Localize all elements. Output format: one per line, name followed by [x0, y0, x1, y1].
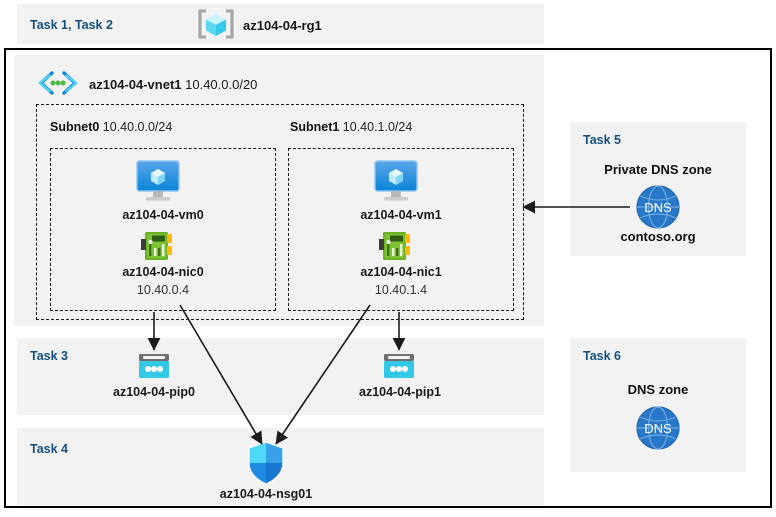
public-dns-panel — [570, 338, 746, 472]
resource-group-panel — [17, 4, 544, 44]
nic1-label: az104-04-nic1 — [360, 265, 442, 279]
pip0-label: az104-04-pip0 — [113, 385, 195, 399]
virtual-network-title: az104-04-vnet1 10.40.0.0/20 — [89, 77, 258, 92]
nsg-label: az104-04-nsg01 — [219, 487, 313, 501]
diagram-outer-frame — [4, 48, 772, 508]
private-dns-heading: Private DNS zone — [604, 162, 712, 177]
virtual-machine-icon — [370, 158, 422, 204]
svg-text:DNS: DNS — [644, 421, 672, 436]
task-label-5: Task 5 — [583, 133, 621, 147]
virtual-machine-icon — [132, 158, 184, 204]
nic0-ip: 10.40.0.4 — [136, 283, 190, 297]
network-security-group-icon — [245, 440, 287, 486]
task-label-6: Task 6 — [583, 349, 621, 363]
vm0-label: az104-04-vm0 — [122, 208, 204, 222]
subnet0-title: Subnet0 10.40.0.0/24 — [50, 120, 173, 134]
public-ip-address-icon — [379, 352, 419, 382]
private-dns-zone-name: contoso.org — [620, 229, 696, 244]
subnet1-box — [288, 148, 514, 311]
task-label-3: Task 3 — [30, 349, 68, 363]
dns-zone-icon: DNS — [632, 183, 684, 231]
subnet1-title: Subnet1 10.40.1.0/24 — [290, 120, 413, 134]
public-dns-heading: DNS zone — [627, 382, 689, 397]
resource-group-name: az104-04-rg1 — [243, 18, 322, 33]
public-ip-panel — [17, 338, 544, 415]
dns-zone-icon: DNS — [632, 404, 684, 452]
network-interface-icon — [379, 230, 413, 262]
svg-text:DNS: DNS — [644, 200, 672, 215]
resource-group-icon — [196, 8, 236, 40]
virtual-network-panel — [14, 55, 544, 326]
nic0-label: az104-04-nic0 — [122, 265, 204, 279]
vm1-label: az104-04-vm1 — [360, 208, 442, 222]
pip1-label: az104-04-pip1 — [359, 385, 441, 399]
task-label-1-2: Task 1, Task 2 — [30, 18, 113, 32]
task-label-4: Task 4 — [30, 442, 68, 456]
virtual-network-icon — [36, 70, 80, 96]
network-interface-icon — [141, 230, 175, 262]
nic1-ip: 10.40.1.4 — [374, 283, 428, 297]
public-ip-address-icon — [134, 352, 174, 382]
subnet0-box — [50, 148, 276, 311]
